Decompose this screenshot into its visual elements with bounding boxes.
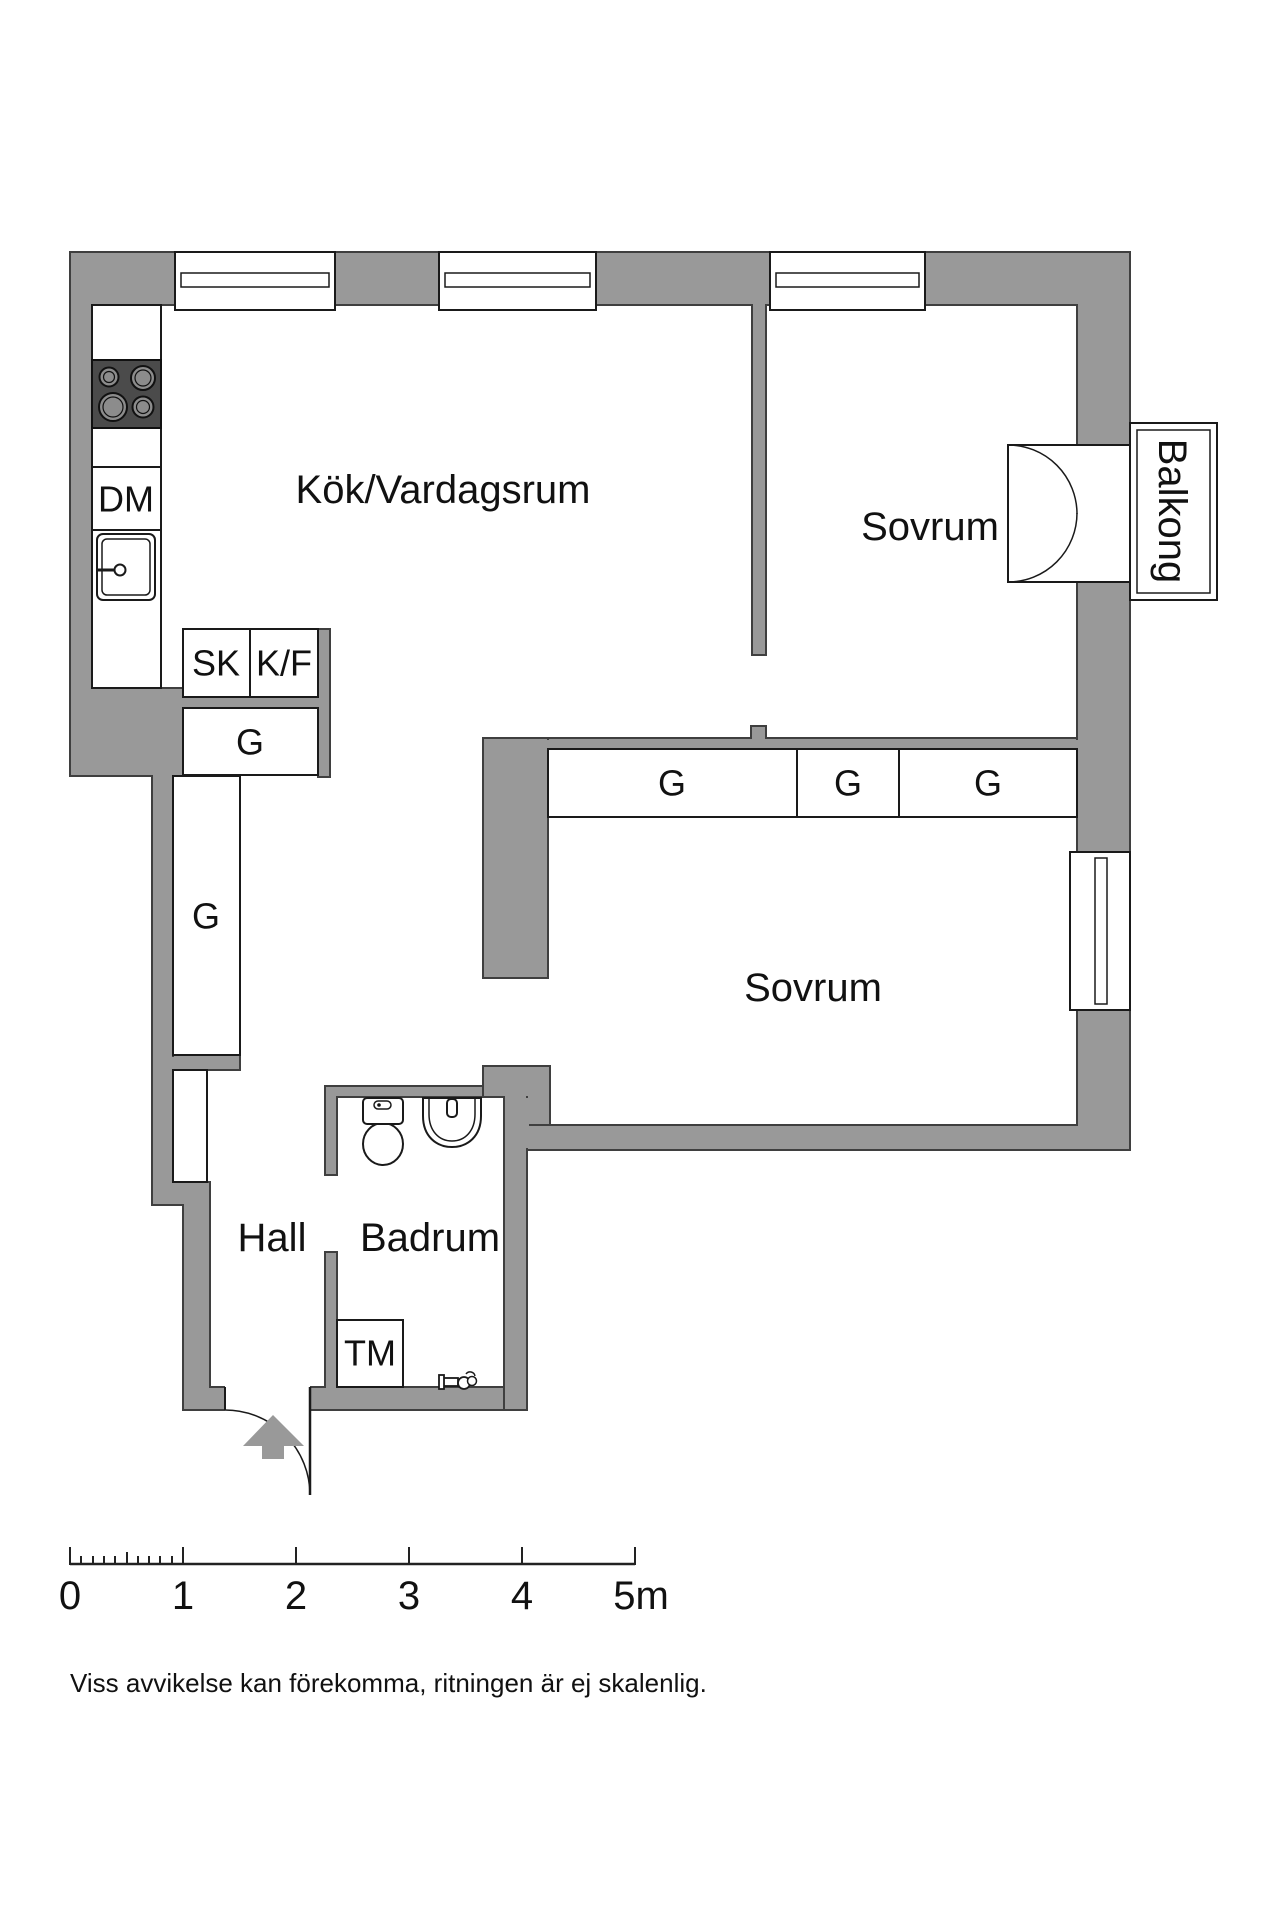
- wall-closet-base: [172, 1054, 241, 1071]
- wall-jog: [151, 1181, 211, 1206]
- washbasin-icon: [422, 1097, 482, 1149]
- disclaimer-text: Viss avvikelse kan förekomma, ritningen …: [70, 1668, 707, 1698]
- scale-label-5m: 5m: [613, 1574, 669, 1618]
- entrance: [224, 1385, 312, 1496]
- label-bedroom-2: Sovrum: [744, 966, 882, 1010]
- label-wardrobe-bedroom2-3: G: [974, 763, 1002, 804]
- label-wardrobe-bedroom2-1: G: [658, 763, 686, 804]
- window-bedroom1: [769, 251, 926, 311]
- wall-bathroom-top: [324, 1085, 505, 1098]
- wardrobe-bedroom2-box-3: [898, 748, 1078, 818]
- label-kitchen-living: Kök/Vardagsrum: [296, 468, 591, 512]
- balcony-door-leaf-arc-bottom: [1007, 512, 1078, 583]
- wall-kitchen-band: [182, 696, 331, 709]
- label-wardrobe-bedroom2-2: G: [834, 763, 862, 804]
- wall-bathroom-left-upper: [324, 1096, 338, 1176]
- label-washing-machine: TM: [344, 1333, 396, 1374]
- label-bathroom: Badrum: [360, 1216, 500, 1260]
- wall-bathroom-left-lower: [324, 1251, 338, 1388]
- entrance-opening: [225, 1385, 310, 1412]
- wall-kitchen-corner: [69, 687, 184, 777]
- wall-joint-patches: [71, 303, 1129, 1389]
- scale-label-0: 0: [59, 1574, 81, 1618]
- stove-icon: [91, 359, 162, 429]
- wall-bathroom-right: [503, 1096, 528, 1411]
- label-wardrobe-corridor: G: [192, 896, 220, 937]
- scale-label-3: 3: [398, 1574, 420, 1618]
- kitchen-sink-icon: [96, 533, 156, 601]
- entrance-arrow-icon: [243, 1415, 304, 1459]
- wardrobe-bedroom2-box-2: [796, 748, 900, 818]
- label-wardrobe-kitchen: G: [236, 722, 264, 763]
- wall-bathroom-corner: [482, 1065, 551, 1098]
- room-labels: Kök/Vardagsrum Sovrum Sovrum Hall Badrum…: [238, 439, 1194, 1260]
- window-kitchen-2: [438, 251, 597, 311]
- fixture-labels: DM SK K/F G G G G G TM: [98, 479, 1002, 1374]
- toilet-icon: [362, 1097, 404, 1166]
- scale-label-1: 1: [172, 1574, 194, 1618]
- window-kitchen-1: [174, 251, 336, 311]
- wall-right: [1076, 304, 1131, 1151]
- label-fridge-freezer: K/F: [256, 643, 312, 684]
- wardrobe-kitchen-box: [182, 707, 319, 776]
- scale-label-2: 2: [285, 1574, 307, 1618]
- balcony-inner-outline: [1136, 429, 1211, 594]
- shower-mixer-icon: [438, 1371, 478, 1390]
- scale-bar: 0 1 2 3 4 5m: [59, 1547, 669, 1618]
- washing-machine-box: [336, 1319, 404, 1388]
- scale-label-4: 4: [511, 1574, 533, 1618]
- wardrobe-bedroom2-box-1: [547, 748, 798, 818]
- label-cabinet-sk: SK: [192, 643, 240, 684]
- wall-closet-row: [482, 737, 1078, 750]
- label-balcony: Balkong: [1150, 439, 1194, 584]
- balcony-door-opening: [1007, 444, 1131, 583]
- windows: [174, 251, 1131, 1011]
- wardrobes: [172, 707, 1078, 1183]
- balcony-outline: [1129, 422, 1218, 601]
- label-bedroom-1: Sovrum: [861, 505, 999, 549]
- bathroom-fixtures: [336, 1097, 482, 1390]
- window-bedroom2: [1069, 851, 1131, 1011]
- wall-divider-bedroom1: [751, 304, 767, 656]
- wardrobe-corridor-box: [172, 775, 241, 1056]
- dishwasher-box: [91, 466, 162, 531]
- fridge-freezer-box: [249, 628, 319, 698]
- label-hall: Hall: [238, 1216, 307, 1260]
- corridor-niche: [172, 1069, 208, 1183]
- wall-bedroom2-left: [482, 737, 549, 979]
- wall-hall-left: [182, 1204, 211, 1411]
- label-dishwasher: DM: [98, 479, 154, 520]
- balcony-door-leaf-arc-top: [1007, 444, 1078, 515]
- balcony: [1007, 422, 1218, 601]
- wall-bedroom2-bottom: [526, 1124, 1131, 1151]
- kitchen-fixtures: [91, 304, 319, 698]
- wall-corridor-left: [151, 775, 174, 1183]
